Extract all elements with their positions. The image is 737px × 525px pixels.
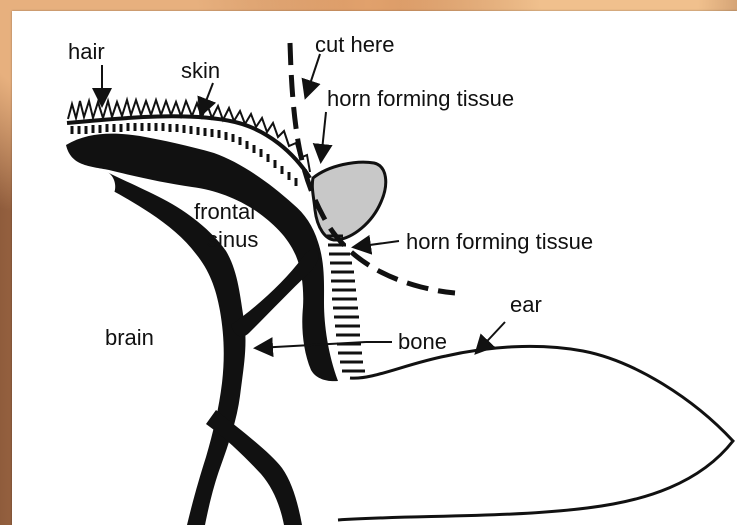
horn-forming-tissue-top-arrow	[321, 112, 326, 160]
lower-bone	[206, 410, 302, 525]
label-brain: brain	[105, 325, 154, 350]
label-skin: skin	[181, 58, 220, 83]
label-horn-forming-tissue-mid: horn forming tissue	[406, 229, 593, 254]
skin-arrow	[201, 83, 213, 114]
bone-small-blob	[80, 169, 115, 204]
ear-outline	[338, 346, 733, 520]
cut-here-arrow	[306, 54, 320, 96]
horn-bud	[312, 162, 385, 240]
horn-forming-tissue-mid-arrow	[355, 241, 399, 247]
label-frontal: frontal	[194, 199, 255, 224]
label-sinus: sinus	[207, 227, 258, 252]
label-bone: bone	[398, 329, 447, 354]
label-ear: ear	[510, 292, 542, 317]
label-horn-forming-tissue-top: horn forming tissue	[327, 86, 514, 111]
label-hair: hair	[68, 39, 105, 64]
label-cut-here: cut here	[315, 32, 395, 57]
